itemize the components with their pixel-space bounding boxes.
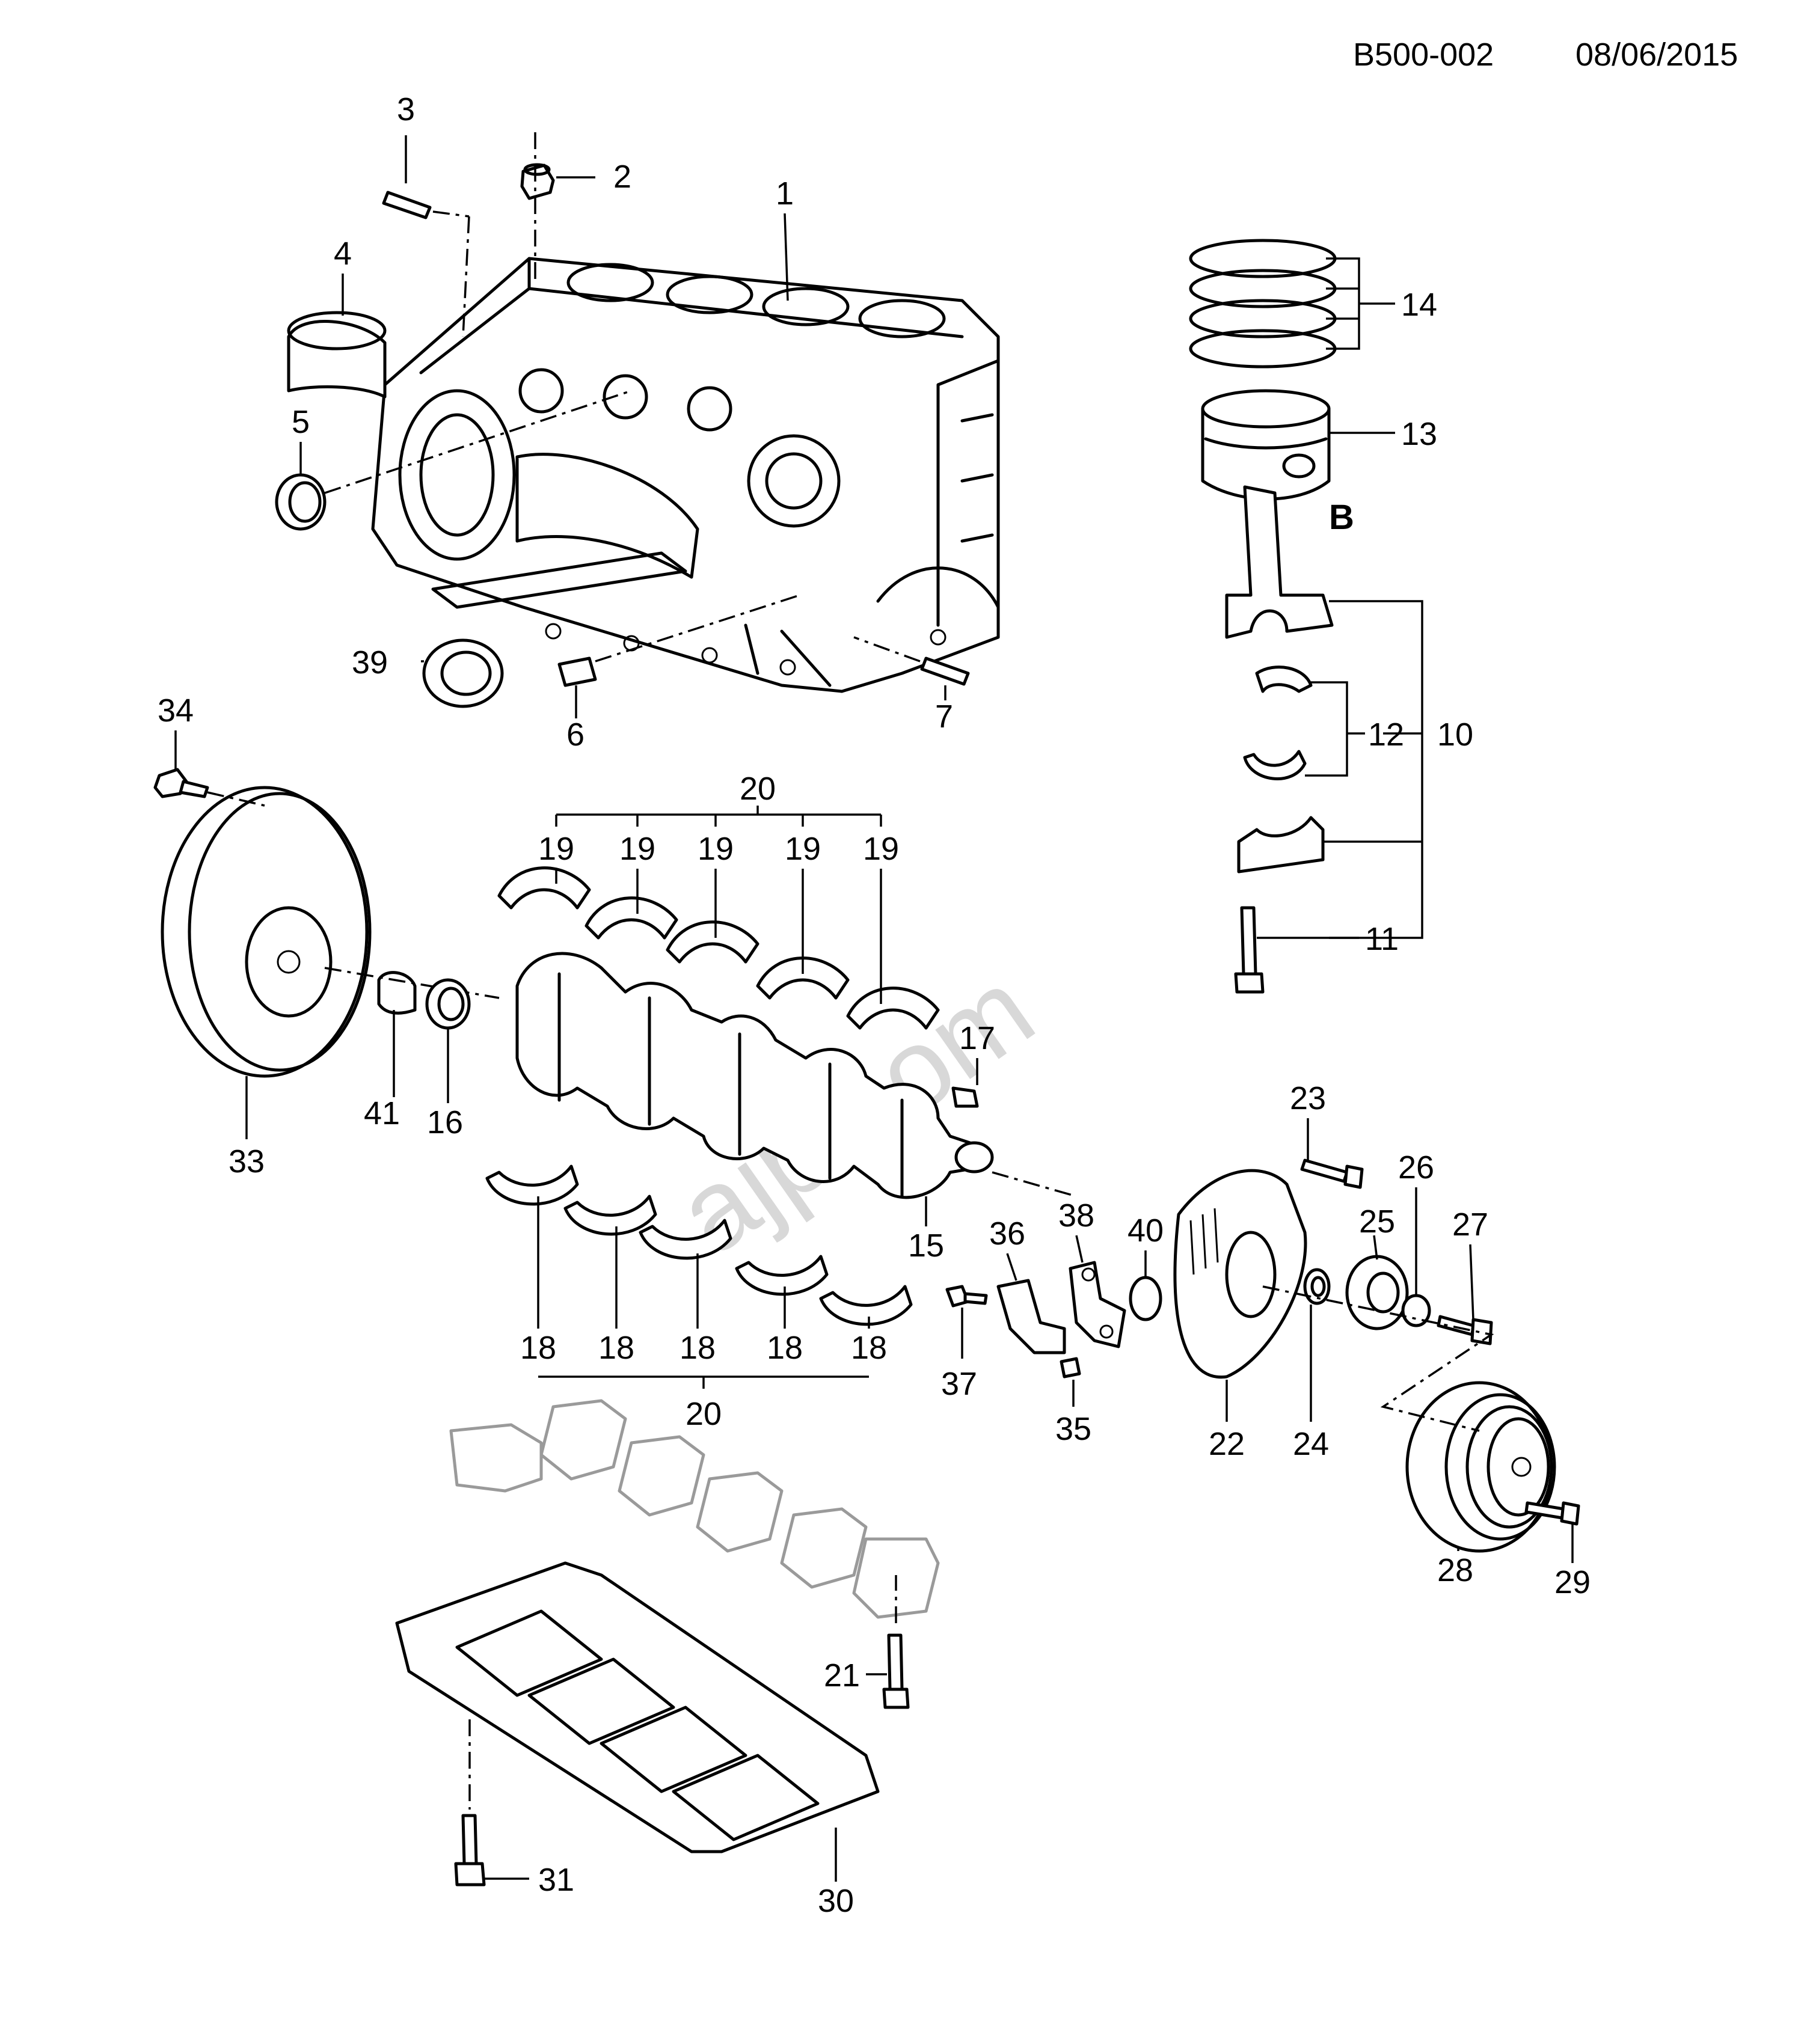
callout-labels: 1 2 3 4 5 6 7 10 11 12 13 14 15 16 17 18… xyxy=(158,91,1591,1919)
callout-38: 38 xyxy=(1058,1198,1094,1234)
callout-22: 22 xyxy=(1209,1426,1245,1462)
view-label: B xyxy=(1329,498,1354,537)
callout-16: 16 xyxy=(427,1104,463,1140)
part-15-crankshaft[interactable] xyxy=(515,952,994,1199)
callout-2: 2 xyxy=(613,159,631,195)
part-25-sprocket[interactable] xyxy=(1345,1255,1409,1330)
callout-29: 29 xyxy=(1554,1564,1591,1600)
part-12-bearing-shells[interactable] xyxy=(1243,666,1313,780)
part-4-sleeve[interactable] xyxy=(287,311,387,399)
callout-28: 28 xyxy=(1437,1552,1473,1588)
document-date: 08/06/2015 xyxy=(1575,37,1738,73)
callout-34: 34 xyxy=(158,693,194,729)
part-7-dowel-pin[interactable] xyxy=(853,636,970,686)
callout-25: 25 xyxy=(1359,1204,1395,1240)
callout-18b: 18 xyxy=(598,1330,634,1366)
callout-33: 33 xyxy=(229,1143,265,1180)
part-40-o-ring[interactable] xyxy=(1129,1276,1162,1321)
part-14-piston-rings[interactable] xyxy=(1189,239,1337,369)
document-code: B500-002 xyxy=(1353,37,1494,73)
callout-18d: 18 xyxy=(767,1330,803,1366)
callout-41: 41 xyxy=(364,1095,400,1131)
callout-19a: 19 xyxy=(538,831,574,867)
callout-18c: 18 xyxy=(680,1330,716,1366)
callout-18a: 18 xyxy=(520,1330,556,1366)
callout-11: 11 xyxy=(1365,921,1399,957)
callout-31: 31 xyxy=(538,1862,574,1898)
callout-40: 40 xyxy=(1128,1213,1164,1249)
callout-19e: 19 xyxy=(863,831,899,867)
callout-36: 36 xyxy=(989,1216,1025,1252)
part-3-dowel-pin[interactable] xyxy=(382,191,470,337)
callout-37: 37 xyxy=(941,1366,977,1402)
callout-26: 26 xyxy=(1398,1149,1434,1186)
leader-lines xyxy=(174,135,1574,1882)
part-19-upper-main-bearings[interactable] xyxy=(497,866,940,1030)
part-16-seal[interactable] xyxy=(425,978,471,1030)
part-33-flywheel[interactable] xyxy=(161,786,372,1078)
callout-21: 21 xyxy=(824,1657,860,1694)
part-18-lower-main-bearings[interactable] xyxy=(485,1164,913,1326)
part-13-piston[interactable] xyxy=(1201,389,1331,501)
part-28-pulley[interactable] xyxy=(1405,1381,1556,1553)
callout-14: 14 xyxy=(1401,287,1437,323)
part-11-rod-cap[interactable] xyxy=(1237,816,1325,874)
part-11-rod-bolt[interactable] xyxy=(1234,906,1265,994)
part-2-plug[interactable] xyxy=(520,132,555,283)
callout-23: 23 xyxy=(1290,1080,1326,1116)
callout-1: 1 xyxy=(776,176,794,212)
part-24-washer[interactable] xyxy=(1303,1268,1331,1305)
part-17-key[interactable] xyxy=(951,1086,979,1108)
part-37-bolt[interactable] xyxy=(945,1285,988,1308)
callout-7: 7 xyxy=(935,699,953,735)
callout-39: 39 xyxy=(352,644,388,681)
callout-30: 30 xyxy=(818,1883,854,1919)
part-41-bushing[interactable] xyxy=(324,967,500,1015)
callout-20-bottom: 20 xyxy=(686,1396,722,1432)
callout-19b: 19 xyxy=(619,831,655,867)
part-6-plug[interactable] xyxy=(557,594,800,687)
part-21-bolt[interactable] xyxy=(882,1575,910,1709)
part-23-bolt[interactable] xyxy=(1300,1158,1364,1189)
part-34-bolt[interactable] xyxy=(153,768,265,807)
callout-27: 27 xyxy=(1452,1207,1488,1243)
callout-12: 12 xyxy=(1368,717,1404,753)
callout-6: 6 xyxy=(566,717,584,753)
callout-13: 13 xyxy=(1401,416,1437,452)
callout-17: 17 xyxy=(959,1020,995,1056)
callout-20-top: 20 xyxy=(740,771,776,807)
callout-4: 4 xyxy=(334,236,352,272)
part-22-target-wheel[interactable] xyxy=(1173,1169,1307,1379)
engine-block[interactable] xyxy=(371,257,1000,693)
callout-24: 24 xyxy=(1293,1426,1329,1462)
part-38-bracket[interactable] xyxy=(1069,1261,1126,1348)
part-31-bolt[interactable] xyxy=(454,1719,486,1886)
callout-5: 5 xyxy=(292,404,310,440)
callout-19c: 19 xyxy=(698,831,734,867)
part-36-sensor[interactable] xyxy=(996,1279,1066,1354)
callout-35: 35 xyxy=(1055,1411,1091,1447)
part-30-bedplate[interactable] xyxy=(395,1561,880,1853)
callout-19d: 19 xyxy=(785,831,821,867)
callout-18e: 18 xyxy=(851,1330,887,1366)
main-bearing-caps-reference xyxy=(449,1399,940,1619)
part-39-plug[interactable] xyxy=(422,638,504,708)
part-29-bolt[interactable] xyxy=(1524,1501,1580,1526)
callout-15: 15 xyxy=(908,1228,944,1264)
part-35-bolt[interactable] xyxy=(1060,1357,1081,1378)
callout-3: 3 xyxy=(397,91,415,127)
part-10-connecting-rod[interactable] xyxy=(1225,485,1334,639)
callout-10: 10 xyxy=(1437,717,1473,753)
